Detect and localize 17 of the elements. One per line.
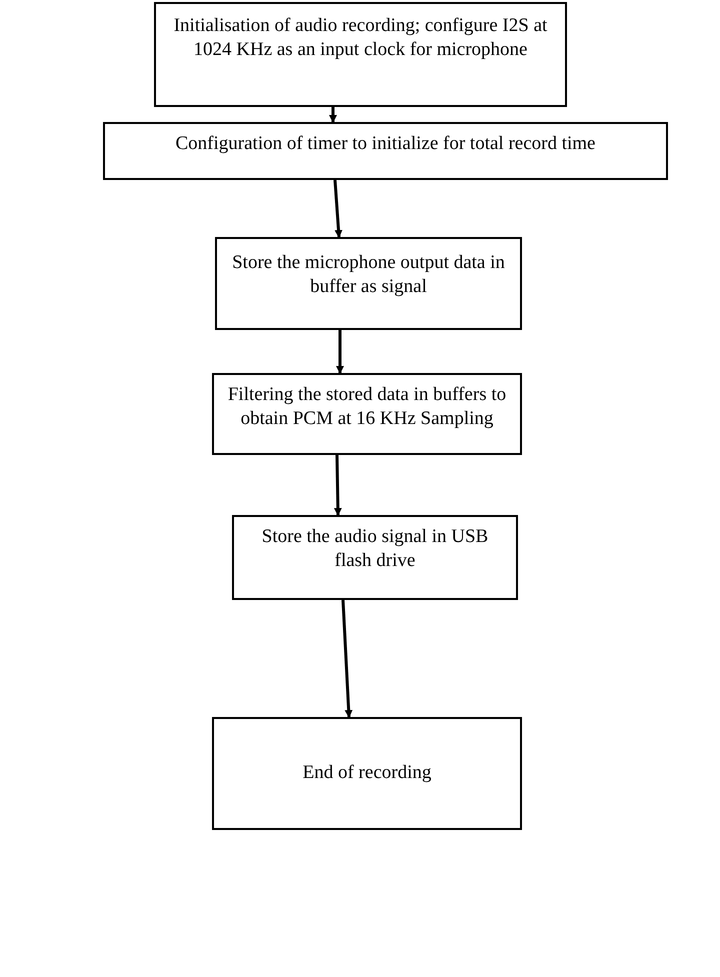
- process-box: [103, 122, 668, 180]
- box-text: Initialisation of audio recording; configure I2S at 1024 KHz as an input clock for microphone: [172, 14, 548, 62]
- arrow: [336, 330, 344, 374]
- box-text: Filtering the stored data in buffers to obtain PCM at 16 KHz Sampling: [226, 383, 508, 431]
- process-box: [232, 515, 518, 600]
- arrow: [342, 600, 353, 718]
- arrow: [334, 180, 342, 238]
- box-text: Store the microphone output data in buffer as signal: [231, 251, 506, 299]
- process-box: [212, 717, 522, 830]
- arrow: [334, 454, 342, 516]
- process-box: [154, 2, 567, 107]
- box-text: Store the audio signal in USB flash drive: [260, 525, 490, 573]
- process-box: [212, 373, 522, 455]
- box-text: Configuration of timer to initialize for total record time: [176, 132, 596, 156]
- arrow: [329, 107, 337, 123]
- process-box: [215, 237, 522, 330]
- box-text: End of recording: [302, 761, 432, 785]
